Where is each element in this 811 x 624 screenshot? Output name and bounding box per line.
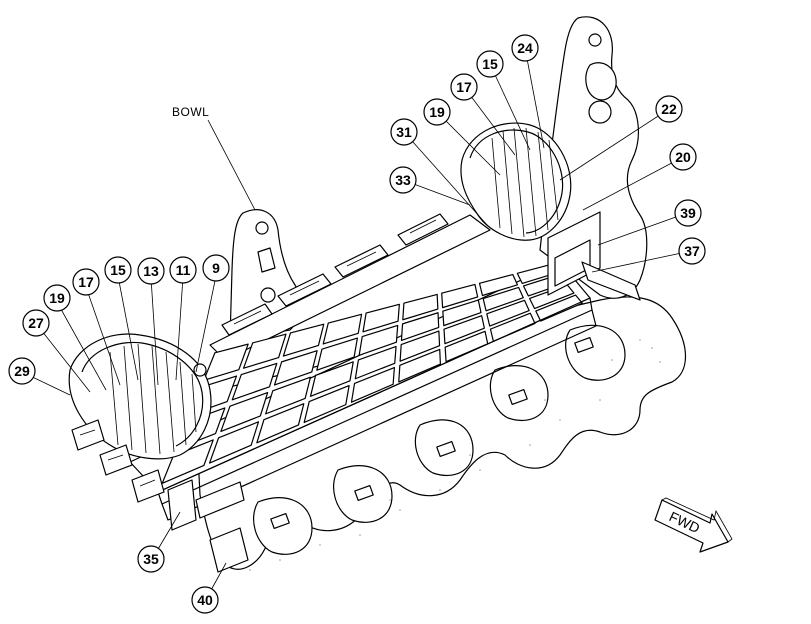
- callout-text: 39: [680, 205, 696, 221]
- callout-39: 39: [674, 199, 702, 227]
- callout-text: 37: [684, 243, 700, 259]
- callout-20: 20: [669, 143, 697, 171]
- wear-plate: [203, 343, 249, 381]
- wear-plate: [161, 439, 214, 484]
- wear-plate: [358, 324, 399, 356]
- wear-plate: [256, 403, 305, 444]
- wear-plate: [478, 273, 519, 297]
- front-lower-plates: [167, 479, 249, 573]
- lip-assembly: [194, 296, 686, 571]
- wear-plate: [350, 366, 396, 403]
- callout-text: 33: [395, 172, 411, 188]
- callout-text: 20: [675, 149, 691, 165]
- right-side-plate: [539, 16, 648, 299]
- callout-15: 15: [104, 256, 132, 284]
- callout-29: 29: [8, 357, 36, 385]
- wear-plate: [303, 385, 350, 424]
- wear-plate: [486, 299, 530, 327]
- callout-37: 37: [678, 237, 706, 265]
- callout-19b: 19: [423, 98, 451, 126]
- wear-plate: [399, 330, 441, 362]
- callout-text: 31: [396, 124, 412, 140]
- callout-13: 13: [137, 257, 165, 285]
- right-bowl: [460, 122, 641, 301]
- wear-plate: [402, 293, 439, 321]
- wear-plate: [220, 392, 269, 433]
- wear-plate: [242, 333, 287, 369]
- wear-plate: [354, 345, 397, 380]
- fwd-arrow-icon: FWD: [654, 497, 733, 553]
- callout-text: 27: [28, 315, 44, 331]
- callout-text: 11: [176, 262, 191, 278]
- callouts: 9 11 13 15 17 19 27 29 35 40 33 31 19 17…: [8, 34, 706, 614]
- wear-plate: [208, 421, 260, 464]
- callout-35: 35: [137, 545, 165, 573]
- wear-plate: [535, 294, 583, 322]
- callout-text: 13: [143, 263, 159, 279]
- callout-text: 17: [456, 79, 472, 95]
- wear-plate: [265, 376, 312, 415]
- callout-text: 35: [143, 551, 159, 567]
- callout-15b: 15: [476, 50, 504, 78]
- wear-plate: [282, 323, 325, 357]
- wear-plate: [398, 348, 441, 383]
- callout-27: 27: [22, 309, 50, 337]
- left-side-plate: [229, 209, 302, 341]
- callout-text: 19: [429, 104, 445, 120]
- wear-plate: [231, 362, 278, 401]
- wear-plate: [273, 350, 318, 386]
- wear-plate: [316, 337, 359, 371]
- callout-22: 22: [655, 95, 683, 123]
- wear-plate: [309, 361, 354, 397]
- callout-text: 24: [517, 40, 533, 56]
- wear-plate: [489, 312, 536, 342]
- callout-text: 17: [78, 274, 94, 290]
- wear-plate: [362, 303, 400, 333]
- callout-17: 17: [72, 268, 100, 296]
- wear-plate: [322, 313, 363, 345]
- floor-deck: [129, 214, 597, 521]
- wear-plate: [400, 312, 440, 342]
- callout-11: 11: [169, 256, 197, 284]
- callout-17b: 17: [450, 73, 478, 101]
- callout-text: 9: [212, 260, 220, 276]
- callout-text: 22: [661, 101, 677, 117]
- callout-text: 15: [482, 56, 498, 72]
- wear-plate: [443, 315, 485, 345]
- callout-text: 15: [110, 262, 126, 278]
- wear-plate: [482, 286, 524, 312]
- callout-text: 19: [49, 290, 65, 306]
- wear-plate: [441, 283, 479, 309]
- wear-plate: [442, 299, 482, 327]
- callout-33: 33: [389, 166, 417, 194]
- bowl-label: BOWL: [172, 105, 209, 119]
- callout-19: 19: [43, 284, 71, 312]
- callout-40: 40: [191, 586, 219, 614]
- callout-text: 29: [14, 363, 30, 379]
- callout-31: 31: [390, 118, 418, 146]
- leader-lines: [23, 47, 692, 602]
- back-wall-slots: [221, 213, 449, 336]
- callout-24: 24: [511, 34, 539, 62]
- callout-text: 40: [197, 592, 213, 608]
- callout-9: 9: [202, 254, 230, 282]
